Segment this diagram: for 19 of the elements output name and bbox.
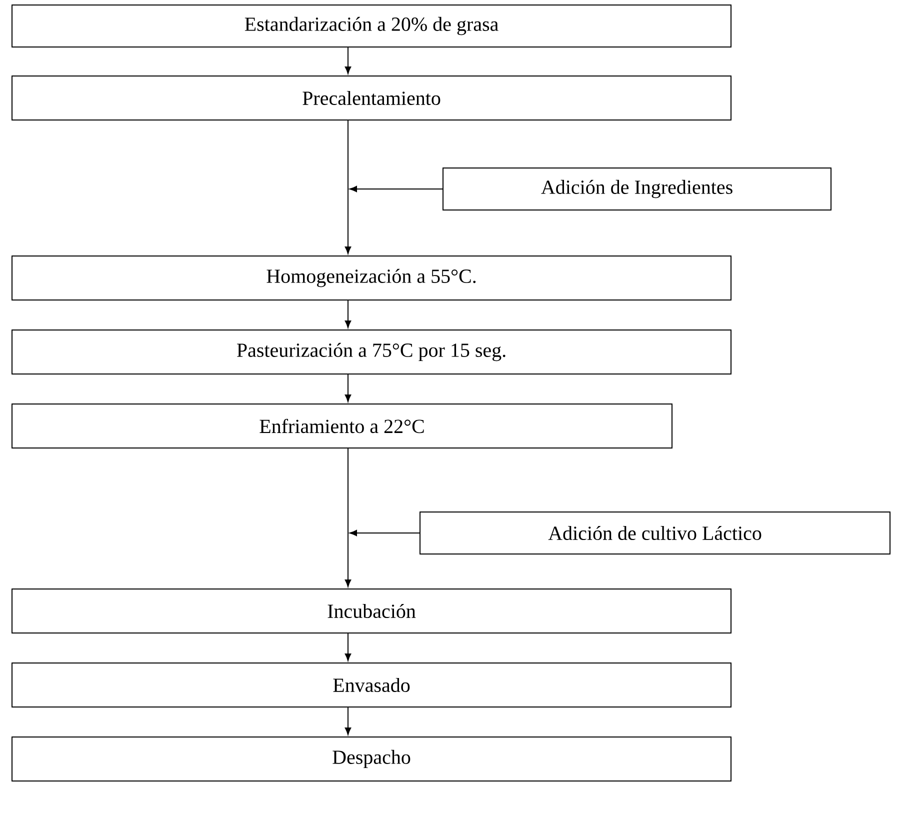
process-box: Estandarización a 20% de grasa: [12, 4, 732, 48]
process-box: Despacho: [12, 736, 732, 782]
arrow: [344, 448, 352, 587]
arrow: [344, 633, 352, 661]
arrow: [350, 530, 420, 536]
process-box: Envasado: [12, 662, 732, 708]
process-box: Precalentamiento: [12, 76, 732, 120]
arrow: [344, 707, 352, 735]
process-box: Homogeneización a 55°C.: [12, 256, 732, 300]
process-box: Pasteurización a 75°C por 15 seg.: [12, 330, 732, 374]
process-box: Enfriamiento a 22°C: [12, 404, 672, 448]
arrow: [344, 374, 352, 402]
process-box: Adición de Ingredientes: [442, 168, 832, 210]
process-box: Incubación: [12, 588, 732, 634]
arrow: [344, 300, 352, 328]
arrow: [350, 186, 443, 192]
arrow: [344, 120, 352, 254]
arrow: [344, 47, 352, 74]
process-box: Adición de cultivo Láctico: [420, 512, 890, 554]
